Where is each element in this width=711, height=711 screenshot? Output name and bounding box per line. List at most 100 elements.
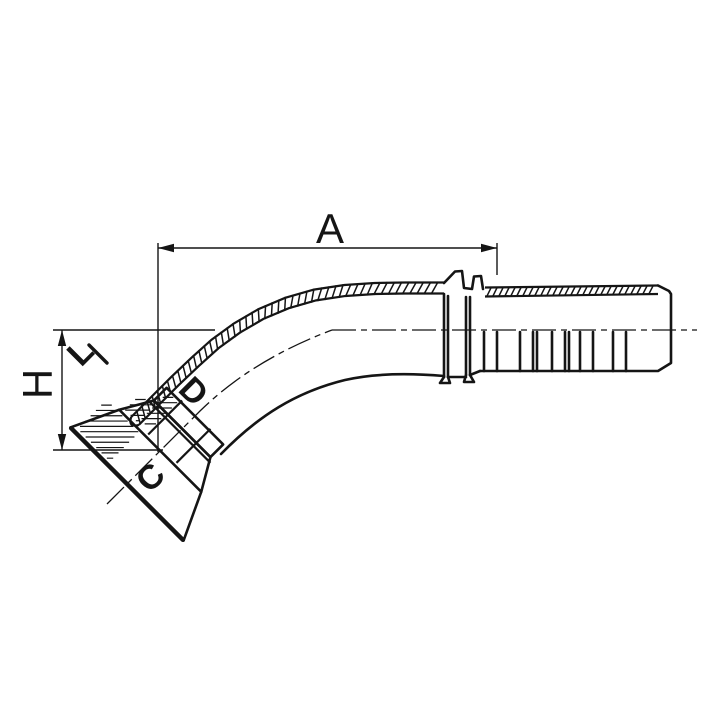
band-hatch-tick xyxy=(208,340,214,355)
collar-foot-left xyxy=(438,375,452,385)
band-hatch-tick xyxy=(303,290,308,305)
dimension-a: A xyxy=(157,205,498,452)
hatch-line xyxy=(106,457,114,459)
serration-tick xyxy=(516,286,522,297)
label-l-leader xyxy=(87,343,109,365)
serration-tick xyxy=(504,286,510,297)
serration-tick xyxy=(648,285,654,295)
band-hatch-tick xyxy=(245,315,248,330)
label-h: H xyxy=(14,369,61,399)
shank-grooves xyxy=(482,330,628,373)
band-hatch-tick xyxy=(373,281,381,296)
serration-tick xyxy=(552,286,558,296)
band-hatch-tick xyxy=(203,345,209,360)
band-hatch-tick xyxy=(226,327,231,342)
band-hatch-tick xyxy=(310,288,315,303)
band-hatch-tick xyxy=(359,282,367,297)
hatch-line xyxy=(162,396,174,398)
serration-tick xyxy=(558,286,564,296)
hatch-line xyxy=(85,420,128,422)
band-hatch-tick xyxy=(416,281,425,295)
bore-line-bottom xyxy=(175,428,212,464)
band-hatch-tick xyxy=(270,302,273,317)
band-hatch-tick xyxy=(344,283,352,298)
band-hatch-tick xyxy=(232,322,236,338)
band-hatch-tick xyxy=(135,410,142,425)
band-hatch-tick xyxy=(182,364,188,379)
serration-tick xyxy=(564,286,570,296)
serration-tick xyxy=(576,286,582,296)
arrowhead-right-icon xyxy=(481,243,497,253)
band-hatch-tick xyxy=(161,384,167,400)
hatch-line xyxy=(96,446,124,449)
serration-tick xyxy=(528,286,534,297)
serration-tick xyxy=(594,285,600,296)
band-hatch-tick xyxy=(338,284,344,299)
serration-tick xyxy=(510,286,516,297)
serration-tick xyxy=(582,286,588,296)
band-hatch-tick xyxy=(220,331,225,346)
serration-tick xyxy=(588,285,594,296)
serration-tick xyxy=(498,286,504,297)
band-hatch-tick xyxy=(251,311,254,327)
serration-tick xyxy=(492,287,498,297)
serration-tick xyxy=(522,286,528,297)
serration-tick xyxy=(630,285,636,295)
centerlines xyxy=(106,329,697,505)
hatch-line xyxy=(135,398,146,401)
band-hatch-tick xyxy=(401,281,410,295)
collar-to-shank-transition xyxy=(468,369,482,377)
label-a: A xyxy=(316,205,344,252)
shank-serrations xyxy=(484,284,659,298)
serration-tick xyxy=(486,287,492,297)
tube-outer-band xyxy=(129,281,445,427)
band-hatch-tick xyxy=(151,395,157,410)
band-hatch-tick xyxy=(351,282,359,297)
serration-tick xyxy=(636,285,642,295)
band-tip-cap xyxy=(129,416,140,427)
band-hatch-tick xyxy=(283,296,287,311)
hatch-line xyxy=(90,415,123,417)
hub-back-line xyxy=(147,399,212,464)
band-hatch-tick xyxy=(394,281,403,295)
serration-tick xyxy=(570,286,576,296)
band-hatch-tick xyxy=(198,350,203,365)
band-hatch-tick xyxy=(316,287,323,302)
band-hatch-tick xyxy=(156,390,162,405)
band-inner-edge xyxy=(138,292,445,426)
band-hatch-tick xyxy=(289,294,294,309)
band-hatch-tick xyxy=(187,359,193,375)
band-hatch-tick xyxy=(192,354,198,370)
serration-tick xyxy=(540,286,546,296)
hatch-line xyxy=(101,452,119,454)
serration-tick xyxy=(546,286,552,296)
hatch-line xyxy=(79,425,134,427)
band-hatch-tick xyxy=(323,286,330,301)
serration-tick xyxy=(618,285,624,295)
arrowhead-left-icon xyxy=(158,243,174,253)
bore-line-top xyxy=(147,399,183,436)
band-hatch-tick xyxy=(166,379,172,395)
serration-tick xyxy=(642,285,648,295)
serration-crest xyxy=(484,284,659,289)
band-hatch-tick xyxy=(423,281,432,295)
band-hatch-tick xyxy=(277,299,280,314)
band-hatch-tick xyxy=(141,405,147,420)
band-hatch-tick xyxy=(430,281,439,295)
hatch-line xyxy=(95,409,118,412)
band-hatch-tick xyxy=(238,319,242,334)
shank-end-profile xyxy=(478,284,673,373)
band-hatch-tick xyxy=(387,281,396,295)
band-hatch-tick xyxy=(171,374,177,389)
arrowhead-up-icon xyxy=(57,330,67,346)
serration-tick xyxy=(612,285,618,295)
serration-tick xyxy=(606,285,612,296)
hose-stop-barbs xyxy=(442,269,485,291)
band-hatch-tick xyxy=(366,282,374,296)
flange-collar xyxy=(152,386,225,459)
arrowhead-down-icon xyxy=(57,434,67,450)
serration-tick xyxy=(534,286,540,297)
